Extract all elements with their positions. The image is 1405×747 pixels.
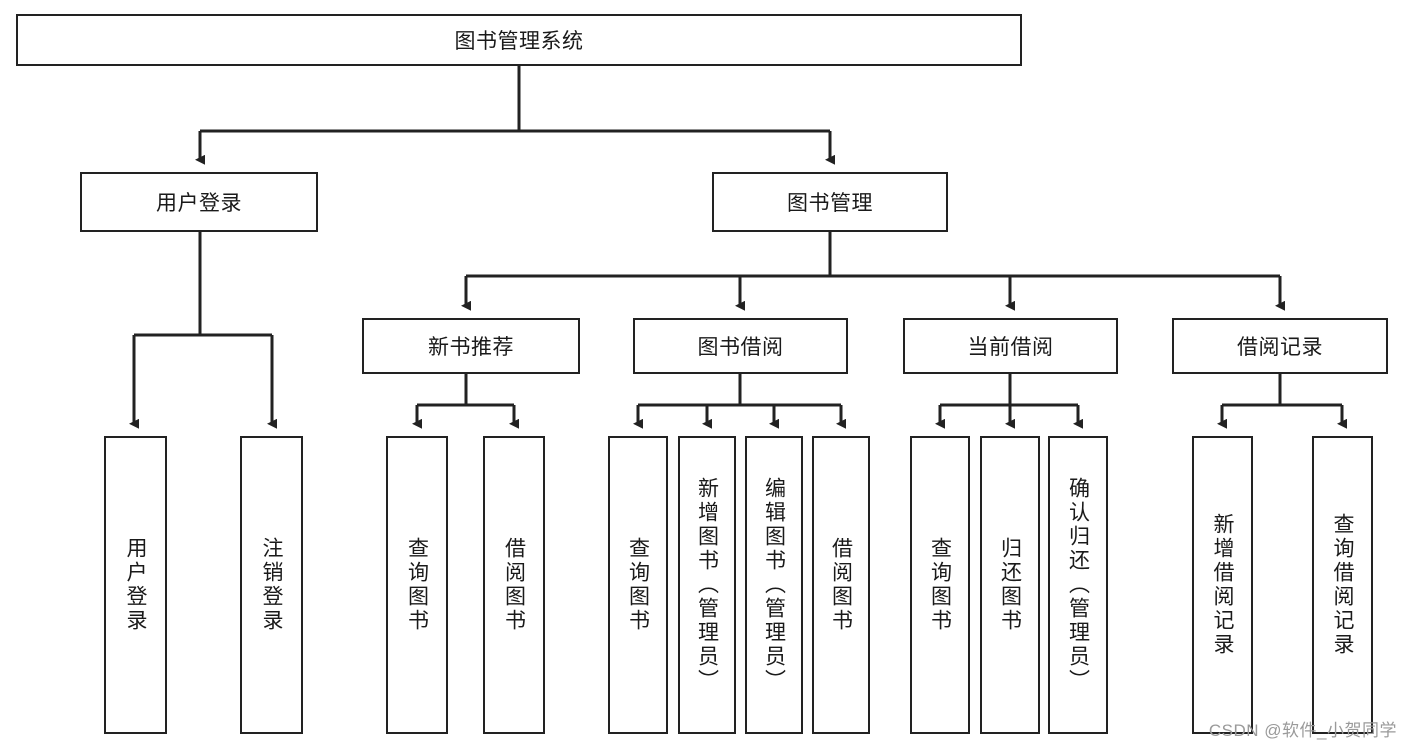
node-leaf-edit-book-admin[interactable]: 编辑图书（管理员） [745, 436, 803, 734]
node-label: 新增借阅记录 [1211, 513, 1234, 657]
node-leaf-query-book-recommend[interactable]: 查询图书 [386, 436, 448, 734]
node-label: 查询图书 [405, 537, 429, 633]
node-leaf-add-book-admin[interactable]: 新增图书（管理员） [678, 436, 736, 734]
node-label: 当前借阅 [967, 336, 1054, 359]
node-label: 新书推荐 [428, 336, 514, 359]
node-level3-new-book-recommend[interactable]: 新书推荐 [362, 318, 580, 374]
node-label: 借阅图书 [829, 537, 853, 633]
node-label: 注销登录 [260, 537, 283, 633]
node-level2-user-login[interactable]: 用户登录 [80, 172, 318, 232]
node-label: 编辑图书（管理员） [762, 477, 786, 693]
node-root[interactable]: 图书管理系统 [16, 14, 1022, 66]
node-leaf-query-book-current[interactable]: 查询图书 [910, 436, 970, 734]
node-leaf-add-borrow-record[interactable]: 新增借阅记录 [1192, 436, 1253, 734]
node-leaf-borrow-book[interactable]: 借阅图书 [812, 436, 870, 734]
node-label: 图书管理系统 [454, 30, 584, 53]
node-leaf-query-book-borrow[interactable]: 查询图书 [608, 436, 668, 734]
node-label: 图书管理 [787, 192, 873, 215]
node-label: 用户登录 [124, 537, 147, 633]
node-label: 归还图书 [998, 537, 1022, 633]
node-level3-current-borrow[interactable]: 当前借阅 [903, 318, 1118, 374]
node-label: 查询借阅记录 [1331, 513, 1354, 657]
node-leaf-return-book[interactable]: 归还图书 [980, 436, 1040, 734]
node-label: 图书借阅 [697, 336, 784, 359]
node-leaf-borrow-book-recommend[interactable]: 借阅图书 [483, 436, 545, 734]
node-leaf-logout[interactable]: 注销登录 [240, 436, 303, 734]
node-label: 确认归还（管理员） [1066, 477, 1090, 693]
node-label: 用户登录 [156, 192, 242, 215]
node-leaf-confirm-return-admin[interactable]: 确认归还（管理员） [1048, 436, 1108, 734]
node-label: 新增图书（管理员） [695, 477, 719, 693]
node-label: 借阅记录 [1237, 336, 1323, 359]
node-label: 查询图书 [928, 537, 952, 633]
node-leaf-user-login[interactable]: 用户登录 [104, 436, 167, 734]
node-label: 查询图书 [626, 537, 650, 633]
node-level3-book-borrow[interactable]: 图书借阅 [633, 318, 848, 374]
node-label: 借阅图书 [502, 537, 526, 633]
node-level3-borrow-record[interactable]: 借阅记录 [1172, 318, 1388, 374]
node-level2-book-management[interactable]: 图书管理 [712, 172, 948, 232]
node-leaf-query-borrow-record[interactable]: 查询借阅记录 [1312, 436, 1373, 734]
